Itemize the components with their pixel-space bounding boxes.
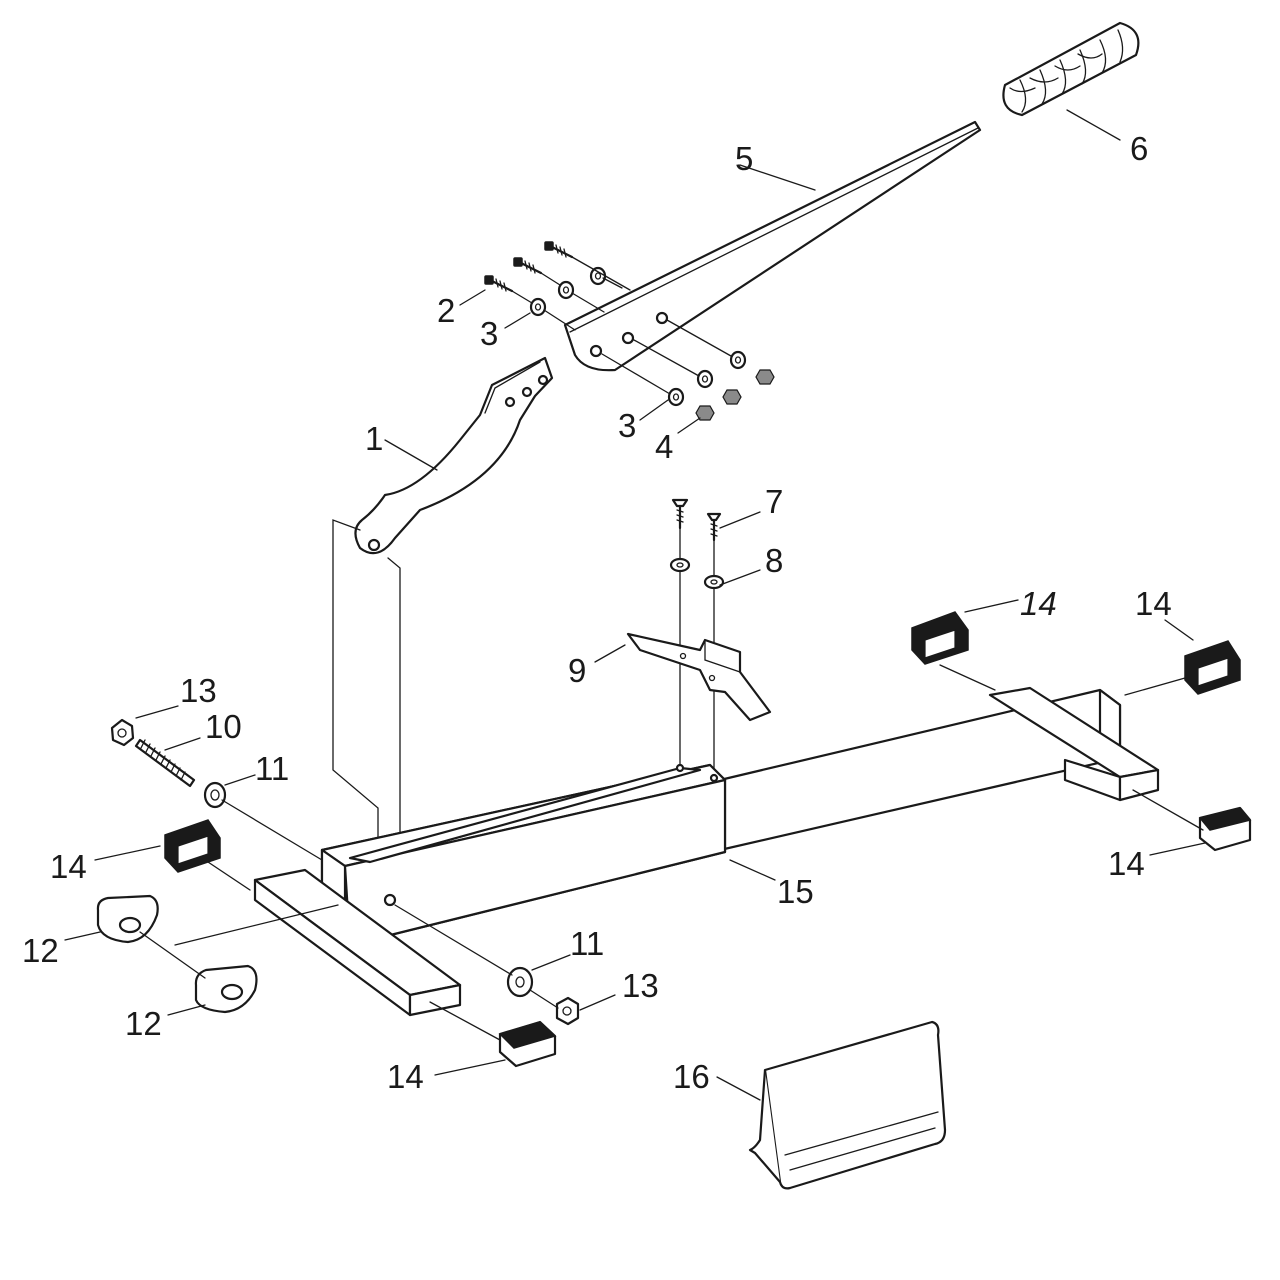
end-cap-3 [164,819,221,873]
callout-10: 10 [205,708,242,745]
base-frame [320,688,1122,947]
callout-numbers: 6 5 2 3 3 4 1 7 8 9 14 14 13 10 11 14 15… [22,130,1172,1095]
callout-11-left: 11 [255,750,289,787]
rear-foot [988,686,1160,802]
washers-nuts-right [667,350,775,421]
callout-1: 1 [365,420,383,457]
callout-4: 4 [655,428,673,465]
blade-screws [669,498,725,779]
callout-14-front-bottom: 14 [387,1058,424,1095]
callout-15: 15 [777,873,814,910]
callout-12-bottom: 12 [125,1005,162,1042]
callout-3-bottom: 3 [618,407,636,444]
handle-grip [1002,21,1140,117]
callout-14-rear-left: 14 [1020,585,1057,622]
leader-lines [64,109,1206,1101]
callout-14-rear-right: 14 [1135,585,1172,622]
callout-14-front-left: 14 [50,848,87,885]
end-cap-2 [1184,640,1241,695]
spacer-blocks [96,894,258,1014]
stud-nuts-washers [110,718,580,1026]
end-cap-4 [1198,806,1252,852]
link-arm [354,356,554,555]
callout-9: 9 [568,652,586,689]
callout-6: 6 [1130,130,1148,167]
bottom-blade [626,632,772,722]
callout-8: 8 [765,542,783,579]
front-foot [253,868,462,1017]
callout-16: 16 [673,1058,710,1095]
end-cap-5 [498,1020,557,1068]
callout-11-right: 11 [570,925,604,962]
end-cap-1 [911,611,969,665]
blade-arm [563,120,982,372]
washers-left [529,266,607,317]
callout-14-rear-bottom: 14 [1108,845,1145,882]
assembly-lines-top [511,256,732,395]
angle-bracket [748,1020,947,1190]
assembly-lines-link [332,519,401,861]
callout-7: 7 [765,483,783,520]
callout-5: 5 [735,140,753,177]
callout-13-left: 13 [180,672,217,709]
callout-13-right: 13 [622,967,659,1004]
callout-2: 2 [437,292,455,329]
pivot-bolts [484,241,574,293]
callout-3-top: 3 [480,315,498,352]
callout-12-top: 12 [22,932,59,969]
